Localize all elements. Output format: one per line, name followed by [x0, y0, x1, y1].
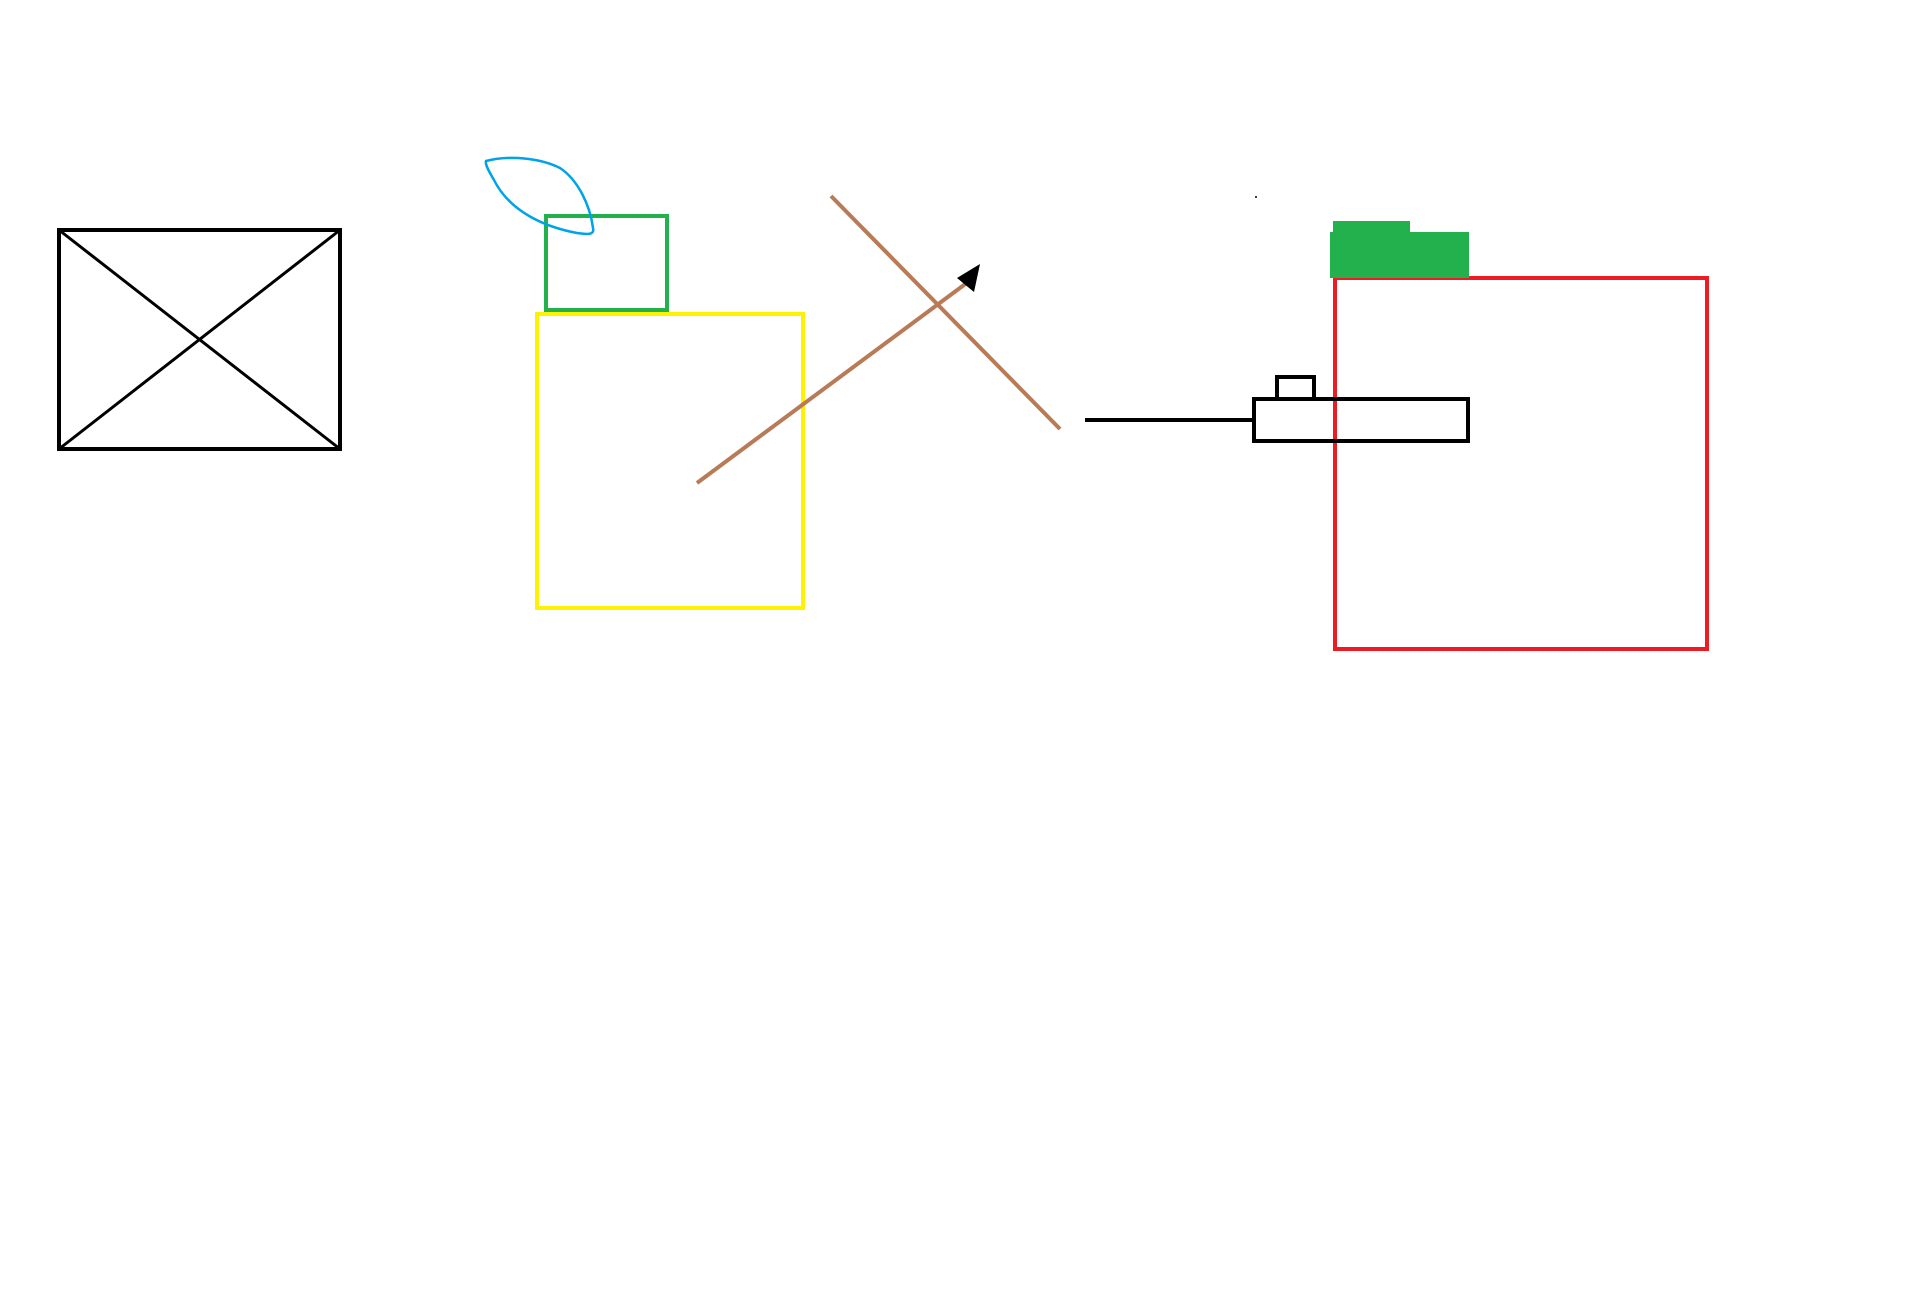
- green-block: [1330, 221, 1469, 278]
- red-box: [1333, 276, 1709, 651]
- crossed-box-frame: [57, 228, 342, 451]
- tank-shape: [1252, 375, 1470, 443]
- arrowhead-icon: [957, 264, 980, 292]
- brown-arrow-shaft: [695, 280, 970, 485]
- leaf-outline: [484, 156, 595, 236]
- green-block-top: [1333, 221, 1410, 235]
- green-block-body: [1330, 232, 1469, 278]
- brown-arrow: [695, 264, 980, 485]
- crossed-box-diagonal-b: [58, 228, 341, 451]
- tank-hull: [1252, 397, 1470, 443]
- tank-turret: [1275, 375, 1316, 401]
- brown-cross-line: [829, 194, 1062, 431]
- stray-dot: [1255, 196, 1257, 198]
- yellow-box: [535, 312, 805, 610]
- green-box: [544, 214, 669, 312]
- crossed-box: [57, 228, 342, 451]
